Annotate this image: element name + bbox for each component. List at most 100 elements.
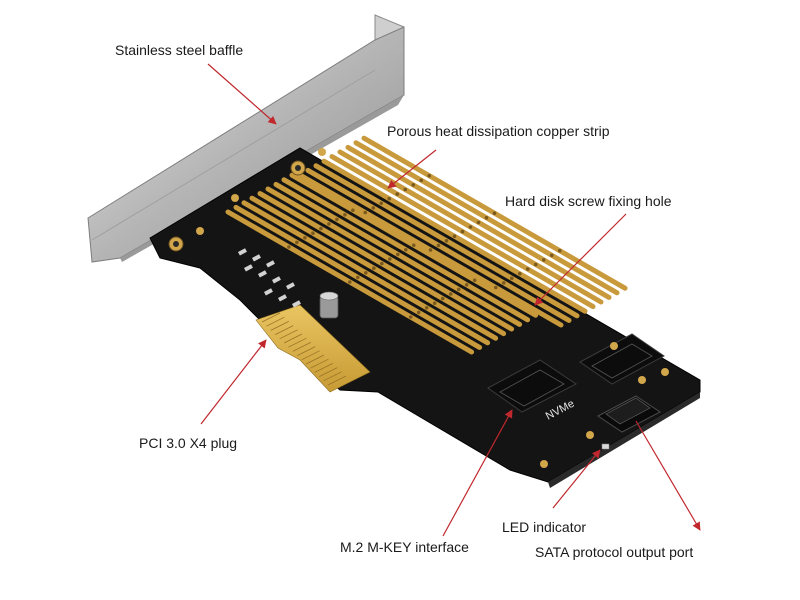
copper-perforation	[351, 208, 355, 212]
copper-strips	[225, 135, 628, 355]
label-copper-strip: Porous heat dissipation copper strip	[387, 123, 610, 139]
gold-finger	[275, 325, 294, 335]
m2-connector-1	[487, 359, 577, 413]
led-indicator	[601, 443, 610, 450]
copper-perforation	[517, 271, 522, 276]
copper-perforation	[476, 220, 481, 225]
copper-perforation	[492, 211, 497, 215]
copper-perforation	[444, 239, 449, 243]
copper-perforation	[363, 210, 368, 215]
label-stainless-steel-baffle: Stainless steel baffle	[115, 42, 244, 58]
gold-finger	[323, 371, 342, 382]
copper-perforation	[428, 248, 433, 252]
copper-perforation	[379, 201, 384, 206]
copper-perforation	[493, 285, 498, 290]
copper-perforation	[311, 231, 315, 235]
copper-perforation	[303, 236, 307, 240]
copper-perforation	[319, 226, 323, 231]
copper-perforation	[557, 248, 562, 253]
copper-perforation	[343, 213, 347, 217]
copper-perforation	[460, 229, 465, 234]
gold-finger	[283, 333, 303, 344]
copper-perforation	[412, 243, 416, 247]
copper-perforation	[484, 216, 489, 220]
gold-finger	[288, 337, 307, 348]
gold-finger	[297, 346, 316, 356]
gold-finger	[314, 363, 333, 373]
smd-part	[264, 288, 273, 296]
copper-perforation	[541, 258, 546, 262]
gold-finger	[292, 342, 311, 352]
arrow-sata-port	[635, 420, 701, 531]
copper-perforation	[356, 275, 360, 280]
smd-part	[272, 276, 281, 284]
arrow-baffle	[207, 63, 277, 125]
copper-perforation	[440, 296, 445, 301]
copper-perforation	[416, 310, 421, 315]
copper-perforation	[411, 183, 416, 187]
capacitor	[319, 291, 339, 319]
label-pci-plug: PCI 3.0 X4 plug	[139, 435, 238, 451]
copper-perforation	[364, 271, 368, 275]
label-m2-interface: M.2 M-KEY interface	[340, 539, 469, 555]
copper-perforation	[388, 257, 392, 261]
copper-perforation	[501, 281, 506, 285]
copper-perforation	[468, 225, 473, 229]
copper-perforation	[403, 187, 408, 192]
copper-perforation	[427, 173, 432, 178]
copper-perforation	[456, 287, 461, 292]
gold-finger	[319, 367, 338, 377]
copper-perforation	[448, 292, 453, 296]
arrow-m2-interface	[442, 409, 513, 537]
copper-perforation	[419, 178, 424, 183]
copper-perforation	[472, 278, 477, 283]
copper-perforation	[424, 306, 429, 310]
copper-perforation	[396, 252, 400, 257]
copper-perforation	[287, 245, 291, 249]
copper-perforation	[509, 276, 514, 281]
label-sata-port: SATA protocol output port	[535, 544, 694, 560]
smd-part	[286, 282, 295, 290]
smd-part	[243, 264, 253, 272]
label-led-indicator: LED indicator	[502, 519, 587, 535]
smd-part	[238, 248, 247, 256]
smd-components	[238, 248, 301, 308]
smd-part	[252, 254, 261, 262]
arrow-copper-strip	[387, 149, 437, 189]
copper-perforation	[371, 206, 376, 210]
callout-arrows	[200, 63, 701, 537]
smd-part	[258, 270, 267, 278]
copper-perforation	[452, 234, 457, 238]
smd-part	[266, 260, 275, 268]
gold-finger	[270, 321, 289, 331]
gold-finger	[310, 358, 329, 369]
copper-perforation	[348, 280, 352, 284]
copper-perforation	[464, 283, 469, 287]
copper-perforation	[549, 253, 554, 258]
screw-holes	[168, 148, 669, 468]
gold-finger	[266, 316, 285, 327]
copper-perforation	[432, 301, 437, 306]
label-screw-fixing-hole: Hard disk screw fixing hole	[505, 193, 672, 209]
copper-perforation	[327, 222, 331, 226]
gold-finger	[279, 329, 298, 340]
copper-perforation	[395, 192, 400, 196]
gold-finger	[261, 312, 281, 323]
copper-perforation	[533, 262, 538, 267]
arrow-led	[552, 449, 601, 509]
copper-perforation	[408, 315, 413, 319]
copper-perforation	[380, 261, 384, 266]
copper-perforation	[295, 240, 299, 245]
copper-perforation	[372, 266, 376, 271]
copper-perforation	[436, 243, 441, 248]
sata-port	[597, 395, 661, 433]
smd-part	[292, 300, 301, 308]
smd-part	[278, 294, 287, 302]
gold-finger	[305, 354, 325, 365]
copper-perforation	[387, 196, 392, 201]
arrow-pci-plug	[200, 339, 267, 425]
copper-perforation	[335, 217, 339, 222]
arrow-screw-hole	[534, 213, 627, 306]
pci-gold-fingers	[255, 304, 371, 393]
